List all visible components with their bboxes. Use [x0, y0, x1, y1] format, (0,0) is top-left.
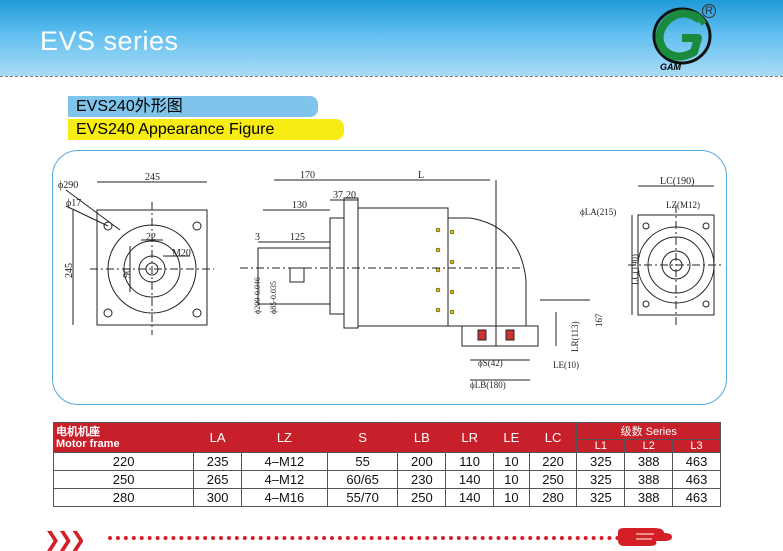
- col-lb: LB: [397, 422, 447, 453]
- gam-logo: [652, 7, 712, 65]
- cell-l1: 325: [576, 488, 626, 507]
- col-l3: L3: [672, 439, 721, 453]
- cell-l1: 325: [576, 452, 626, 471]
- cell-s: 55/70: [326, 488, 399, 507]
- cell-l2: 388: [624, 452, 674, 471]
- cell-motor-frame: 280: [52, 488, 195, 507]
- cell-lr: 110: [445, 452, 495, 471]
- cell-le: 10: [493, 470, 530, 489]
- side-dim-lb: ϕLB(180): [470, 380, 506, 390]
- cell-l2: 388: [624, 470, 674, 489]
- footer-chevron-icon: ❯❯❯: [44, 527, 86, 551]
- cell-lb: 250: [397, 488, 447, 507]
- cell-lr: 140: [445, 488, 495, 507]
- header-divider: [0, 76, 783, 77]
- right-dim-la: ϕLA(215): [580, 207, 616, 217]
- col-motor-frame-en: Motor frame: [56, 437, 120, 450]
- col-l1: L1: [576, 439, 626, 453]
- spec-table: 电机机座 Motor frame LA LZ S LB LR LE LC 级数 …: [52, 422, 721, 507]
- cell-lz: 4–M12: [241, 452, 328, 471]
- table-row: 250 265 4–M12 60/65 230 140 10 250 325 3…: [52, 470, 721, 489]
- side-dim-130: 130: [292, 200, 307, 211]
- cell-la: 300: [193, 488, 242, 507]
- front-dim-245h: 245: [64, 263, 75, 278]
- front-dim-245w: 245: [145, 172, 160, 183]
- cell-s: 60/65: [326, 470, 399, 489]
- cell-lr: 140: [445, 470, 495, 489]
- cell-le: 10: [493, 452, 530, 471]
- cell-l1: 325: [576, 470, 626, 489]
- cell-motor-frame: 220: [52, 452, 195, 471]
- cell-lb: 230: [397, 470, 447, 489]
- side-dim-lr: LR(113): [570, 321, 580, 352]
- cell-lc: 250: [528, 470, 578, 489]
- col-motor-frame-cn: 电机机座: [56, 425, 100, 438]
- side-dim-170: 170: [300, 170, 315, 181]
- subtitle-chinese: EVS240外形图: [68, 96, 318, 117]
- front-dim-phi290: ϕ290: [58, 180, 78, 191]
- cell-la: 265: [193, 470, 242, 489]
- cell-lc: 220: [528, 452, 578, 471]
- cell-l3: 463: [672, 488, 721, 507]
- side-dim-20: 20: [346, 190, 356, 201]
- cell-l3: 463: [672, 452, 721, 471]
- cell-lz: 4–M16: [241, 488, 328, 507]
- right-dim-lc-vertical: LC(190): [630, 254, 640, 285]
- drawing-frame: [52, 150, 727, 405]
- cell-l3: 463: [672, 470, 721, 489]
- logo-text: GAM: [660, 62, 681, 72]
- pointing-hand-icon: [618, 528, 672, 546]
- page-title: EVS series: [40, 26, 179, 56]
- col-le: LE: [493, 422, 530, 453]
- side-dim-phi200: ϕ200-0.046: [253, 277, 262, 314]
- cell-lb: 200: [397, 452, 447, 471]
- front-dim-22: 22: [146, 232, 156, 243]
- footer-dotted-line: [108, 536, 628, 540]
- side-dim-L: L: [418, 170, 424, 181]
- cell-la: 235: [193, 452, 242, 471]
- right-dim-lz: LZ(M12): [666, 200, 700, 210]
- cell-s: 55: [326, 452, 399, 471]
- side-dim-le: LE(10): [553, 360, 579, 370]
- cell-le: 10: [493, 488, 530, 507]
- col-la: LA: [193, 422, 242, 453]
- side-dim-s: ϕS(42): [478, 358, 503, 368]
- cell-motor-frame: 250: [52, 470, 195, 489]
- col-lz: LZ: [241, 422, 328, 453]
- front-dim-m20: M20: [172, 248, 191, 259]
- table-row: 280 300 4–M16 55/70 250 140 10 280 325 3…: [52, 488, 721, 507]
- col-motor-frame: 电机机座 Motor frame: [52, 422, 195, 453]
- side-dim-167: 167: [594, 313, 604, 327]
- cell-lc: 280: [528, 488, 578, 507]
- col-s: S: [326, 422, 399, 453]
- subtitle-english: EVS240 Appearance Figure: [68, 119, 344, 140]
- cell-lz: 4–M12: [241, 470, 328, 489]
- table-row: 220 235 4–M12 55 200 110 10 220 325 388 …: [52, 452, 721, 471]
- front-dim-90: 90: [122, 268, 133, 278]
- cell-l2: 388: [624, 488, 674, 507]
- registered-mark: R: [702, 4, 716, 18]
- side-dim-37: 37: [333, 190, 343, 201]
- header-banner: EVS series: [0, 0, 783, 76]
- side-dim-3: 3: [255, 232, 260, 243]
- col-lc: LC: [528, 422, 578, 453]
- side-dim-phi85: ϕ85-0.035: [269, 281, 278, 314]
- col-lr: LR: [445, 422, 495, 453]
- side-dim-125: 125: [290, 232, 305, 243]
- col-l2: L2: [624, 439, 674, 453]
- right-dim-lc: LC(190): [660, 176, 694, 187]
- col-series: 级数 Series: [576, 422, 721, 440]
- front-dim-phi17: ϕ17: [66, 198, 81, 209]
